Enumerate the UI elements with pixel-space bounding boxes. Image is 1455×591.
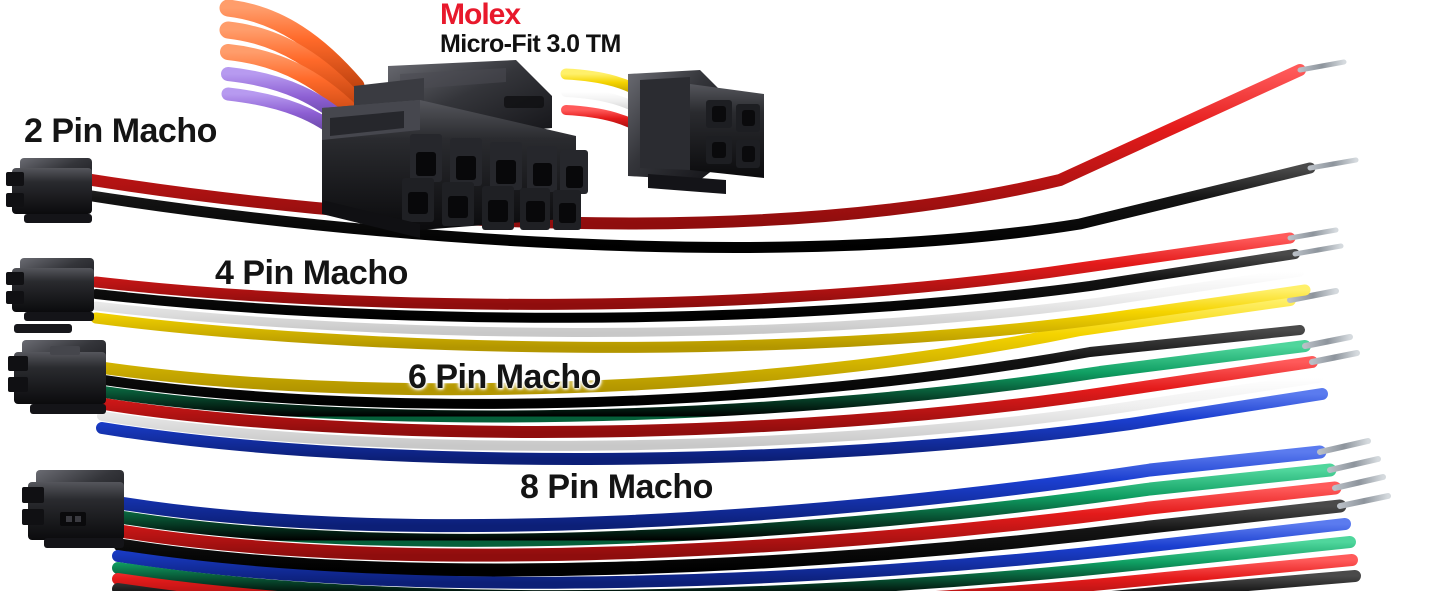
wire-tips-8pin: [1317, 438, 1391, 509]
brand-block: Molex Micro-Fit 3.0 TM: [440, 0, 621, 57]
harness-8-pin: [22, 438, 1391, 591]
label-8-pin-macho: 8 Pin Macho: [520, 468, 713, 506]
pin-cavities-4: [706, 100, 760, 168]
detail-connector-4-pin: [560, 68, 764, 194]
molex-brand-name: Molex: [440, 0, 521, 31]
connector-2-pin: [6, 158, 92, 223]
connector-4-pin: [6, 258, 94, 333]
pin-cavities-10: [402, 134, 588, 230]
wire-tips-2pin: [1297, 59, 1359, 171]
detail-connector-10-pin: [219, 0, 588, 238]
connector-6-pin: [8, 340, 106, 414]
wire-tips-6pin: [1287, 288, 1360, 365]
label-2-pin-macho: 2 Pin Macho: [24, 112, 217, 150]
label-4-pin-macho: 4 Pin Macho: [215, 254, 408, 292]
harness-6-pin: [8, 288, 1360, 466]
wire-tips-4pin: [1287, 227, 1344, 257]
label-6-pin-macho: 6 Pin Macho: [408, 358, 601, 396]
connector-8-pin: [22, 470, 124, 548]
harness-4-pin: [6, 227, 1344, 353]
molex-series-name: Micro-Fit 3.0 TM: [440, 30, 621, 58]
